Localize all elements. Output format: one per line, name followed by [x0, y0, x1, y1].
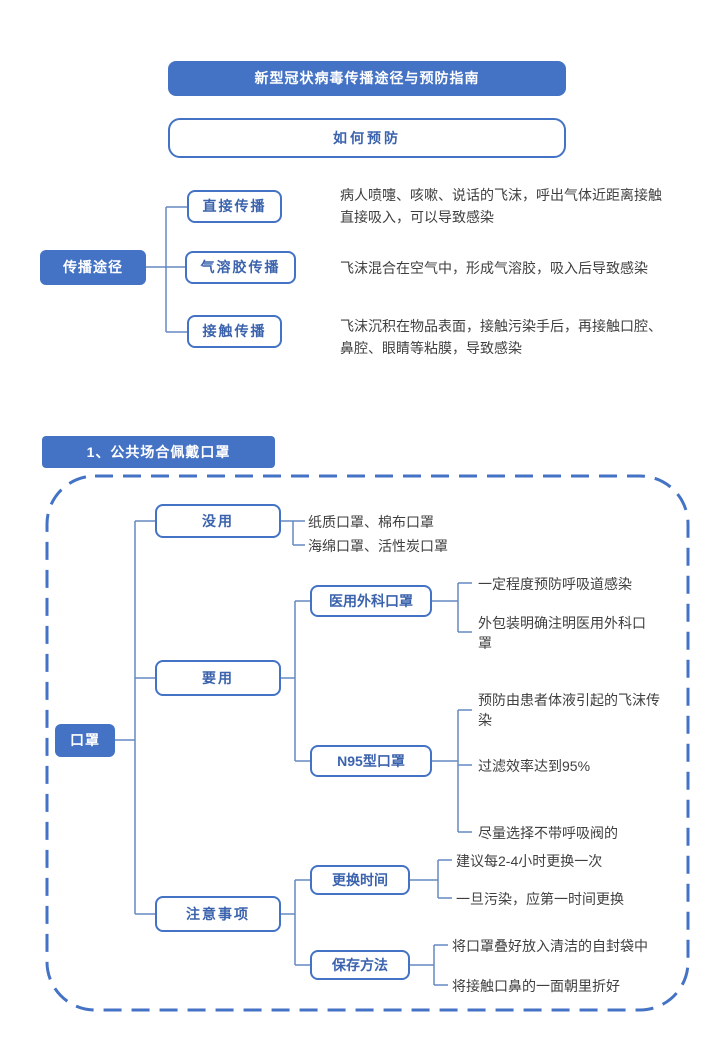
n95-mask-node: N95型口罩 — [310, 745, 432, 777]
leaf-n95-droplet-protection: 预防由患者体液引起的飞沫传染 — [478, 692, 660, 728]
precautions-node: 注意事项 — [155, 896, 281, 932]
mask-root-node: 口罩 — [55, 724, 115, 757]
leaf-n95-filtration-rate: 过滤效率达到95% — [478, 758, 591, 774]
mask-section-title: 1、公共场合佩戴口罩 — [42, 436, 275, 468]
contact-transmission-node: 接触传播 — [187, 315, 282, 348]
recommended-masks-node: 要用 — [155, 660, 281, 696]
leaf-paper-cotton-mask: 纸质口罩、棉布口罩 — [308, 514, 434, 530]
direct-transmission-desc: 病人喷嚏、咳嗽、说话的飞沫，呼出气体近距离接触直接吸入，可以导致感染 — [340, 187, 662, 225]
aerosol-transmission-desc: 飞沫混合在空气中，形成气溶胶，吸入后导致感染 — [340, 260, 648, 276]
leaf-storage-fold-inward: 将接触口鼻的一面朝里折好 — [452, 978, 620, 994]
leaf-storage-ziplock-bag: 将口罩叠好放入清洁的自封袋中 — [452, 938, 648, 954]
leaf-sponge-carbon-mask: 海绵口罩、活性炭口罩 — [308, 538, 448, 554]
leaf-replace-when-contaminated: 一旦污染，应第一时间更换 — [456, 891, 624, 907]
contact-transmission-desc: 飞沫沉积在物品表面，接触污染手后，再接触口腔、鼻腔、眼睛等粘膜，导致感染 — [340, 318, 662, 356]
replace-time-node: 更换时间 — [310, 865, 410, 895]
leaf-n95-no-valve: 尽量选择不带呼吸阀的 — [478, 825, 618, 841]
surgical-mask-node: 医用外科口罩 — [310, 585, 432, 617]
transmission-root-node: 传播途径 — [40, 250, 146, 285]
aerosol-transmission-node: 气溶胶传播 — [185, 251, 296, 284]
leaf-replace-every-2-4-hours: 建议每2-4小时更换一次 — [456, 853, 603, 869]
leaf-surgical-packaging-label: 外包装明确注明医用外科口罩 — [478, 615, 646, 651]
leaf-surgical-prevent-infection: 一定程度预防呼吸道感染 — [478, 576, 632, 592]
useless-masks-node: 没用 — [155, 504, 281, 538]
direct-transmission-node: 直接传播 — [187, 190, 282, 223]
storage-method-node: 保存方法 — [310, 950, 410, 980]
diagram-title: 新型冠状病毒传播途径与预防指南 — [168, 61, 566, 96]
how-to-prevent-node: 如何预防 — [168, 118, 566, 158]
